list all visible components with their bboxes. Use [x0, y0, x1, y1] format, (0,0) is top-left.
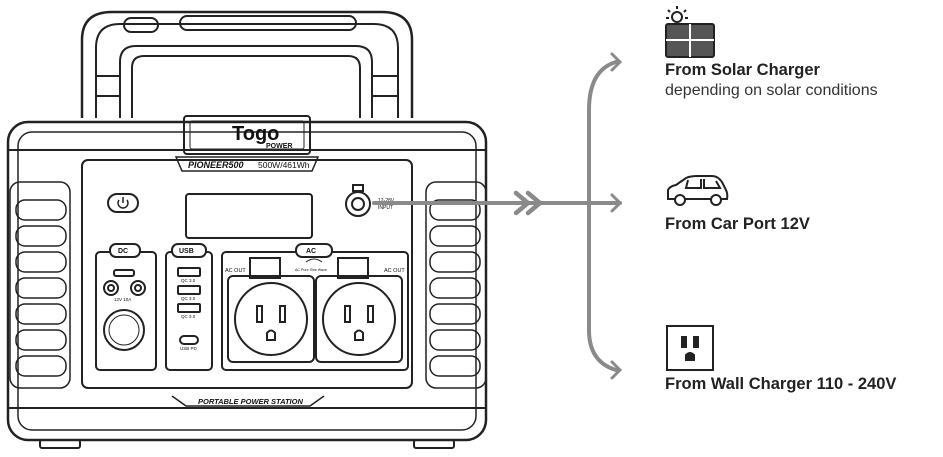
solar-source-subtitle: depending on solar conditions [665, 82, 878, 99]
charging-cables [372, 52, 623, 380]
front-panel [81, 159, 413, 389]
dc-input-port[interactable] [345, 184, 371, 217]
solar-source-title: From Solar Charger [665, 61, 820, 79]
dc-output-rating: 12V 10A [114, 297, 131, 302]
wall-source-title: From Wall Charger 110 - 240V [665, 375, 897, 393]
car-icon [667, 175, 729, 206]
right-grip [425, 181, 487, 389]
brand-logo-sub: POWER [266, 143, 292, 150]
station-body [6, 120, 488, 442]
ac-output-section [221, 243, 409, 371]
tagline-bar [171, 395, 325, 407]
usb-label: USB [179, 248, 194, 255]
carry-handle [80, 10, 414, 118]
power-button[interactable] [107, 193, 139, 213]
dc-label: DC [118, 248, 128, 255]
ac-note: AC Pure Sine Wave [295, 268, 327, 272]
qc-port-1-label: QC 3.0 [181, 278, 196, 283]
tagline: PORTABLE POWER STATION [198, 397, 303, 406]
input-label: INPUT [378, 205, 393, 211]
model-spec: 500W/461Wh [258, 160, 310, 170]
car-source-title: From Car Port 12V [665, 215, 810, 233]
solar-arrow-icon [610, 52, 623, 72]
left-foot [39, 439, 81, 449]
lcd-display [185, 193, 313, 239]
power-station [6, 10, 488, 449]
qc-port-3-label: QC 3.0 [181, 314, 196, 319]
usb-output-section [165, 243, 213, 371]
car-arrow-icon [610, 193, 623, 213]
wall-arrow-icon [610, 360, 623, 380]
usb-pd-label: USB PD [180, 346, 198, 351]
brand-logo: Togo [232, 123, 279, 145]
ac-out-left-label: AC OUT [225, 268, 246, 274]
ac-out-right-label: AC OUT [384, 268, 405, 274]
right-foot [413, 439, 455, 449]
model-badge [174, 156, 320, 172]
ac-label: AC [306, 248, 316, 255]
cable-plug-icon [513, 190, 544, 216]
dc-output-section [95, 243, 157, 371]
qc-port-2-label: QC 3.0 [181, 296, 196, 301]
source-bracket [587, 60, 618, 372]
model-name: PIONEER500 [188, 160, 244, 170]
wall-outlet-icon [666, 325, 714, 371]
left-grip [9, 181, 71, 389]
logo-plate [183, 115, 311, 155]
solar-panel-icon [665, 6, 715, 58]
